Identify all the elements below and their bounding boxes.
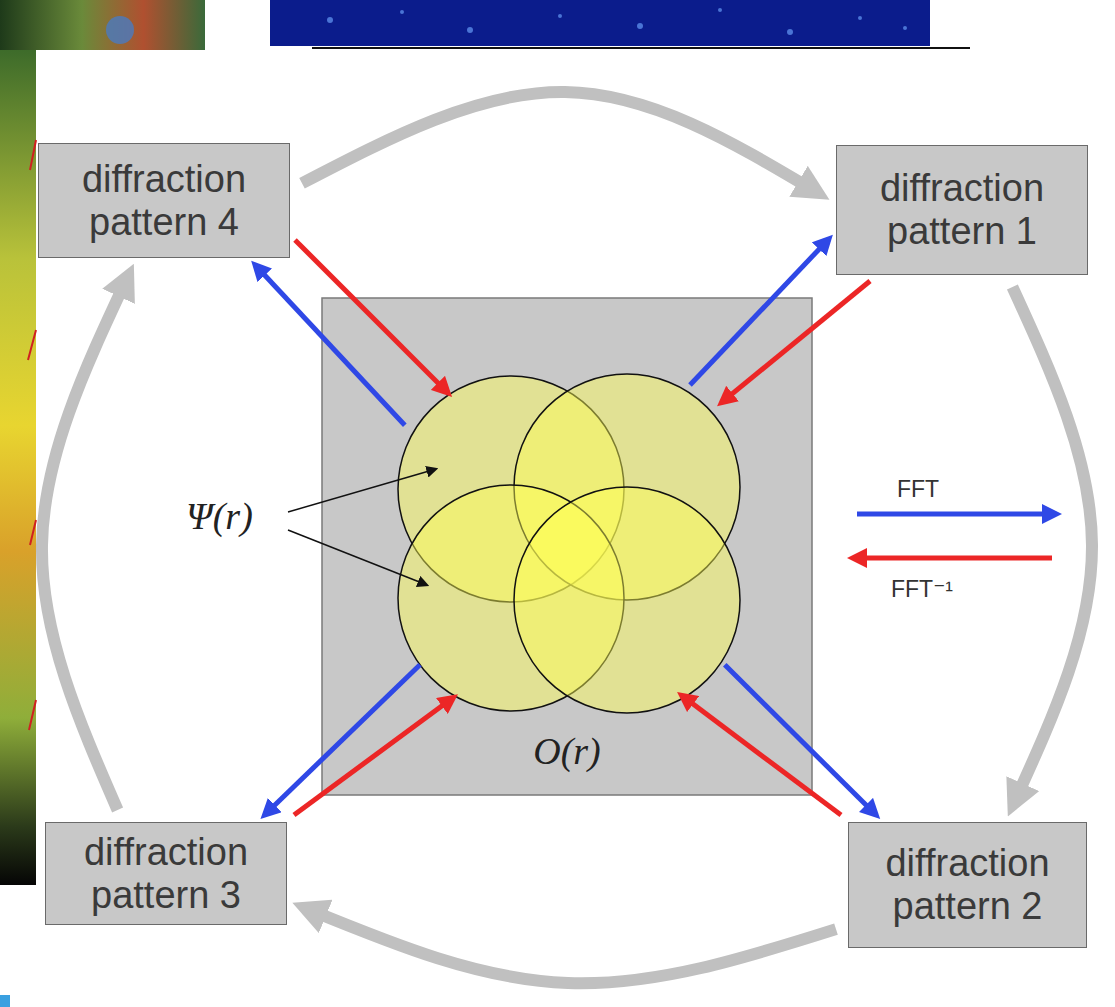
label-holder: Ψ(r) (186, 496, 253, 538)
object-square (322, 298, 812, 795)
pattern-box: diffraction pattern 1 (836, 145, 1088, 275)
photo-fragment (0, 995, 10, 1007)
cycle-arrow (309, 910, 836, 984)
leader-arrow (288, 469, 436, 512)
symbol-label: Ψ(r) (186, 496, 253, 538)
node-text: diffraction pattern 3 (56, 831, 276, 916)
node-text: O(r) (533, 731, 601, 773)
transform-arrow (725, 281, 870, 400)
pattern-box: diffraction pattern 3 (45, 822, 287, 925)
photo-fragment (270, 0, 930, 46)
transform-arrow (685, 698, 841, 815)
photo-fragment (0, 0, 205, 50)
node-text: diffraction pattern 1 (847, 167, 1077, 252)
pattern-box: diffraction pattern 4 (38, 143, 290, 258)
node-text: diffraction pattern 2 (859, 842, 1076, 927)
legend-entry: FFT⁻¹ (891, 577, 953, 602)
probe-circles (398, 374, 740, 713)
legend-arrow (857, 556, 1052, 561)
object-box: O(r) (322, 298, 812, 795)
legend-text: FFT (897, 477, 939, 502)
pattern-box: diffraction pattern 2 (848, 822, 1087, 948)
photo-fragment (28, 140, 36, 730)
photo-fragment (106, 16, 134, 44)
node-text: diffraction pattern 4 (49, 158, 279, 243)
transform-arrow (294, 700, 450, 815)
cycle-arrow (302, 92, 814, 191)
legend-arrow (857, 512, 1052, 517)
transform-arrow (258, 268, 405, 425)
cycle-arrow (1012, 287, 1092, 800)
transform-arrow (725, 665, 873, 812)
transform-arrow (690, 242, 826, 385)
transform-arrow (295, 240, 445, 390)
legend-text: FFT⁻¹ (891, 577, 953, 602)
photo-fragment (327, 8, 907, 35)
legend-entry: FFT (897, 477, 939, 502)
cycle-arrow (42, 280, 126, 810)
leader-arrow (288, 530, 427, 585)
photo-fragment (0, 50, 36, 885)
rule-line (312, 47, 970, 49)
